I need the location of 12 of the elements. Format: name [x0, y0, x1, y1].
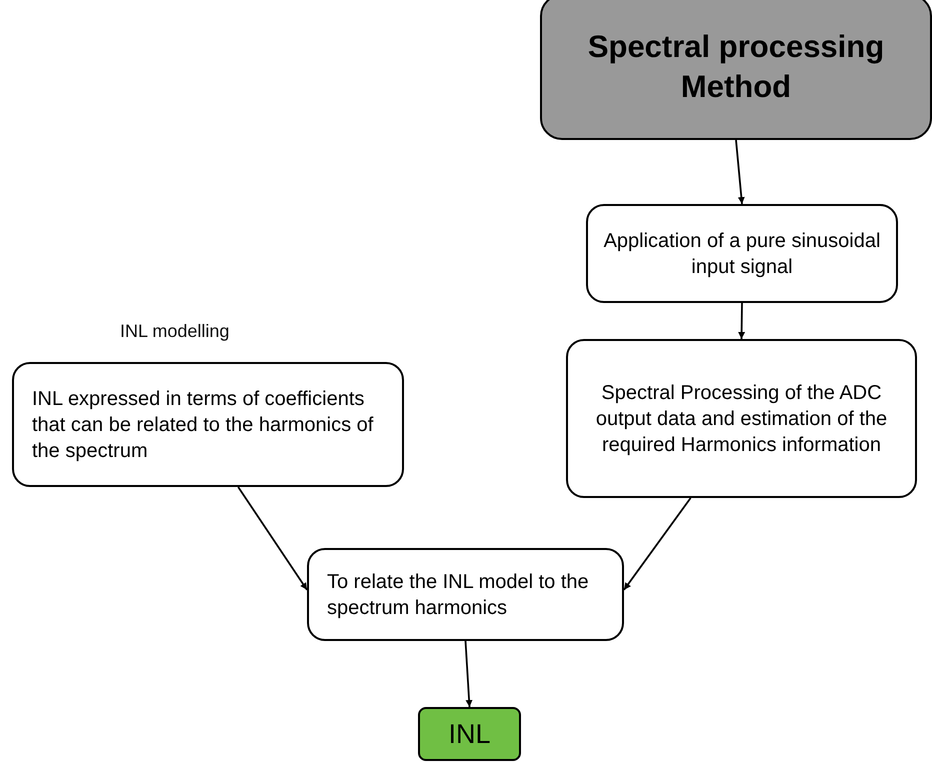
process-box: Application of a pure sinusoidal input signal	[586, 204, 898, 303]
arrow	[464, 640, 473, 708]
arrow	[237, 486, 308, 590]
arrow	[735, 140, 745, 204]
process-box: INL expressed in terms of coefficients that can be related to the harmonics of the spectrum	[12, 362, 404, 487]
process-box: Spectral Processing of the ADC output data and estimation of the required Harmonics information	[566, 339, 917, 498]
title-box: Spectral processing Method	[540, 0, 932, 140]
arrow	[623, 497, 692, 590]
group-heading: INL modelling	[120, 321, 230, 342]
result-box: INL	[418, 707, 521, 761]
process-box: To relate the INL model to the spectrum harmonics	[307, 548, 624, 641]
arrow	[738, 302, 746, 340]
